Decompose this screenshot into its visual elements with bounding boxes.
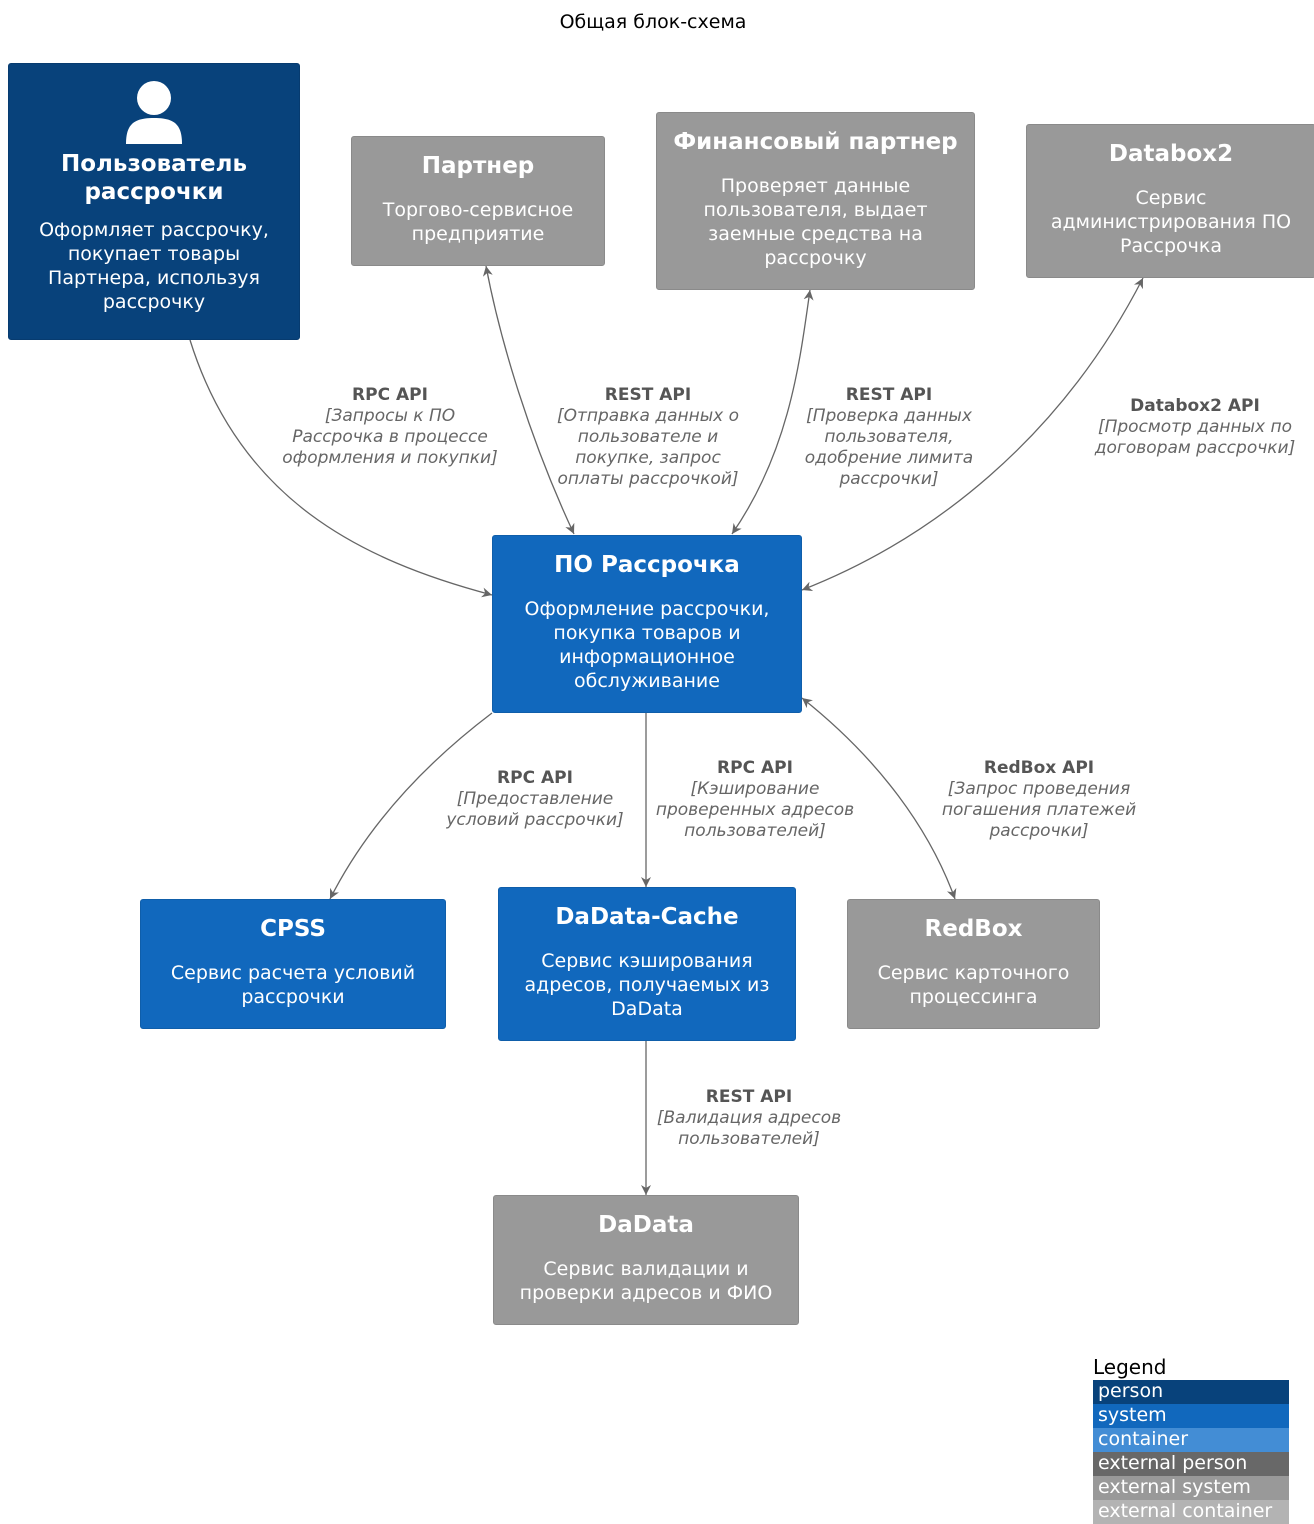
edge-label-po-finpartner: REST API [Проверка данных пользователя, … [786, 385, 992, 490]
edge-label-tech: Databox2 API [1130, 396, 1260, 416]
node-partner: Партнер Торгово-сервисное предприятие [351, 136, 605, 266]
legend-item-external-person: external person [1093, 1452, 1289, 1476]
node-redbox: RedBox Сервис карточного процессинга [847, 899, 1100, 1029]
node-po-name: ПО Рассрочка [554, 552, 740, 578]
edge-label-tech: REST API [845, 385, 933, 405]
edge-label-text: [Запросы к ПО Рассрочка в процессе оформ… [282, 406, 498, 468]
node-partner-desc: Торгово-сервисное предприятие [382, 199, 574, 245]
edge-user-po [189, 339, 493, 598]
edge-label-text: [Просмотр данных по договорам рассрочки] [1094, 417, 1296, 458]
edge-label-text: [Кэширование проверенных адресов пользов… [655, 779, 855, 841]
node-user-desc: Оформляет рассрочку, покупает товары Пар… [39, 219, 269, 313]
edge-label-text: [Валидация адресов пользователей] [656, 1108, 842, 1149]
node-user: Пользователь рассрочки Оформляет рассроч… [8, 63, 300, 340]
node-databox-name: Databox2 [1108, 141, 1234, 167]
node-po: ПО Рассрочка Оформление рассрочки, покуп… [492, 535, 802, 713]
node-dadata-name: DaData [598, 1212, 694, 1238]
node-user-name: Пользователь рассрочки [61, 151, 247, 205]
node-cpss: CPSS Сервис расчета условий рассрочки [140, 899, 446, 1029]
edge-label-po-cpss: RPC API [Предоставление условий рассрочк… [430, 768, 640, 831]
node-databox: Databox2 Сервис администрирования ПО Рас… [1026, 124, 1314, 278]
edge-po-redbox [801, 697, 957, 900]
node-redbox-desc: Сервис карточного процессинга [877, 962, 1070, 1008]
edge-label-tech: RedBox API [983, 758, 1095, 778]
edge-label-dadatacache-dadata: REST API [Валидация адресов пользователе… [640, 1087, 858, 1150]
diagram-title: Общая блок-схема [559, 11, 747, 33]
legend-item-external-system: external system [1093, 1476, 1289, 1500]
node-finpartner-desc: Проверяет данные пользователя, выдает за… [703, 175, 928, 269]
edge-label-text: [Отправка данных о пользователе и покупк… [556, 406, 740, 489]
legend: Legend person system container external … [1093, 1354, 1289, 1524]
edge-label-po-partner: REST API [Отправка данных о пользователе… [540, 385, 756, 490]
node-partner-name: Партнер [421, 153, 535, 179]
node-po-desc: Оформление рассрочки, покупка товаров и … [524, 598, 770, 692]
node-cpss-name: CPSS [260, 916, 326, 942]
node-dadata: DaData Сервис валидации и проверки адрес… [493, 1195, 799, 1325]
edge-label-text: [Предоставление условий рассрочки] [446, 789, 624, 830]
legend-item-container: container [1093, 1428, 1289, 1452]
legend-item-person: person [1093, 1380, 1289, 1404]
edge-label-tech: REST API [705, 1087, 793, 1107]
edge-po-partner [482, 265, 575, 535]
edge-label-tech: REST API [604, 385, 692, 405]
edge-label-po-redbox: RedBox API [Запрос проведения погашения … [924, 758, 1154, 842]
edge-databox-po [801, 277, 1144, 592]
node-databox-desc: Сервис администрирования ПО Рассрочка [1050, 187, 1292, 257]
edge-label-text: [Запрос проведения погашения платежей ра… [941, 779, 1137, 841]
node-dadatacache-desc: Сервис кэширования адресов, получаемых и… [524, 950, 770, 1020]
edge-label-databox-po: Databox2 API [Просмотр данных по договор… [1084, 396, 1306, 459]
legend-item-external-container: external container [1093, 1500, 1289, 1524]
node-dadata-desc: Сервис валидации и проверки адресов и ФИ… [519, 1258, 773, 1304]
node-finpartner-name: Финансовый партнер [673, 129, 958, 155]
node-finpartner: Финансовый партнер Проверяет данные поль… [656, 112, 975, 290]
node-redbox-name: RedBox [924, 916, 1023, 942]
edge-label-tech: RPC API [497, 768, 573, 788]
edge-label-tech: RPC API [352, 385, 428, 405]
edge-label-tech: RPC API [717, 758, 793, 778]
edge-label-user-po: RPC API [Запросы к ПО Рассрочка в процес… [276, 385, 504, 469]
legend-item-system: system [1093, 1404, 1289, 1428]
person-icon [126, 81, 182, 144]
edge-label-text: [Проверка данных пользователя, одобрение… [804, 406, 974, 489]
node-cpss-desc: Сервис расчета условий рассрочки [170, 962, 416, 1008]
node-dadatacache: DaData-Cache Сервис кэширования адресов,… [498, 887, 796, 1041]
node-dadatacache-name: DaData-Cache [555, 904, 739, 930]
legend-title: Legend [1093, 1355, 1167, 1379]
edge-po-cpss [329, 712, 493, 900]
edge-label-po-dadatacache: RPC API [Кэширование проверенных адресов… [644, 758, 866, 842]
